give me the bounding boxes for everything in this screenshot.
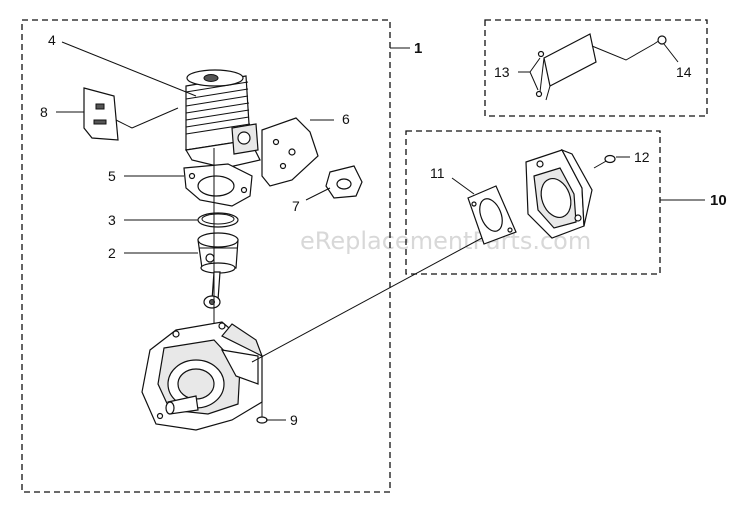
plate-13-to-14-link <box>591 43 655 61</box>
callout-11: 11 <box>430 165 445 181</box>
plate-8-slot-2 <box>93 119 107 125</box>
plate-8-slot <box>95 103 105 110</box>
leader-crankcase-to-11 <box>251 237 483 363</box>
gasket-5-bore <box>197 175 235 197</box>
plate-13-rivet <box>537 50 545 58</box>
gasket-11-bore <box>479 198 503 232</box>
piston-ring-3-part <box>197 212 239 228</box>
gasket-6-hole-3 <box>272 138 280 146</box>
plate-8-part <box>83 87 119 141</box>
piston-2-part <box>197 232 239 274</box>
gasket-6-hole <box>288 148 296 156</box>
leader-7 <box>305 187 331 201</box>
leader-11 <box>451 177 475 195</box>
plate-13-line <box>539 57 545 93</box>
gasket-5-hole-2 <box>240 186 248 194</box>
watermark-text: eReplacementParts.com <box>300 227 591 255</box>
plate-8-link-2 <box>131 107 179 129</box>
gasket-5-hole <box>188 172 196 180</box>
plate-13-rivet-2 <box>535 90 543 98</box>
callout-6: 6 <box>342 111 350 127</box>
callout-13: 13 <box>494 64 510 80</box>
leader-13-bracket <box>529 57 541 91</box>
callout-1: 1 <box>414 40 422 57</box>
gasket-11-hole <box>471 201 477 207</box>
screw-12-part <box>593 154 616 169</box>
callout-7: 7 <box>292 198 300 214</box>
callout-4: 4 <box>48 32 56 48</box>
leader-14 <box>663 43 679 63</box>
connecting-rod-part <box>203 271 221 309</box>
screw-14-part <box>653 35 667 45</box>
muffler-part <box>525 148 593 239</box>
callout-14: 14 <box>676 64 692 80</box>
callout-5: 5 <box>108 168 116 184</box>
gasket-11-hole-2 <box>507 227 513 233</box>
callout-3: 3 <box>108 212 116 228</box>
spacer-7-hole <box>336 178 352 190</box>
plate-8-link <box>115 119 133 129</box>
callout-9: 9 <box>290 412 298 428</box>
crankcase-part <box>141 321 264 431</box>
group-box-1 <box>21 19 391 493</box>
callout-8: 8 <box>40 104 48 120</box>
cylinder-part <box>185 69 261 169</box>
callout-2: 2 <box>108 245 116 261</box>
gasket-6-hole-2 <box>279 162 287 170</box>
plate-13-part <box>543 33 597 87</box>
group-box-13-14 <box>484 19 708 117</box>
callout-10: 10 <box>710 192 727 209</box>
callout-12: 12 <box>634 149 650 165</box>
plate-13-line-2 <box>545 85 551 101</box>
leader-4 <box>61 41 197 97</box>
group-box-10 <box>405 130 661 275</box>
